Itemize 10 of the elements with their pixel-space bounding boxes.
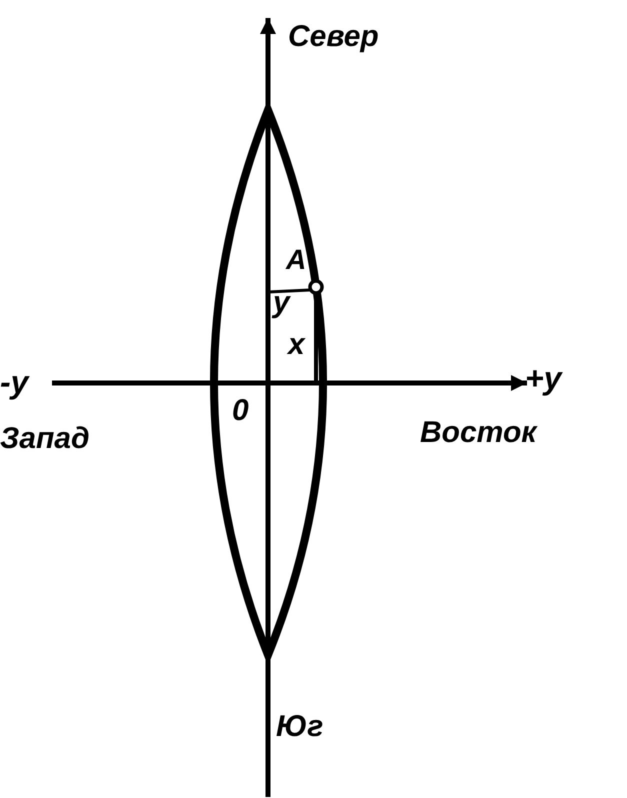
coordinate-label: x bbox=[288, 330, 305, 360]
origin-label: 0 bbox=[232, 396, 249, 426]
point-label: A bbox=[286, 246, 306, 274]
axis-label: -y bbox=[0, 366, 28, 398]
direction-label: Восток bbox=[420, 418, 536, 448]
axis-label: +y bbox=[525, 362, 562, 394]
direction-label: Север bbox=[288, 22, 379, 52]
coordinate-label: y bbox=[273, 288, 290, 318]
direction-label: Юг bbox=[276, 712, 324, 742]
direction-label: Запад bbox=[0, 424, 90, 454]
